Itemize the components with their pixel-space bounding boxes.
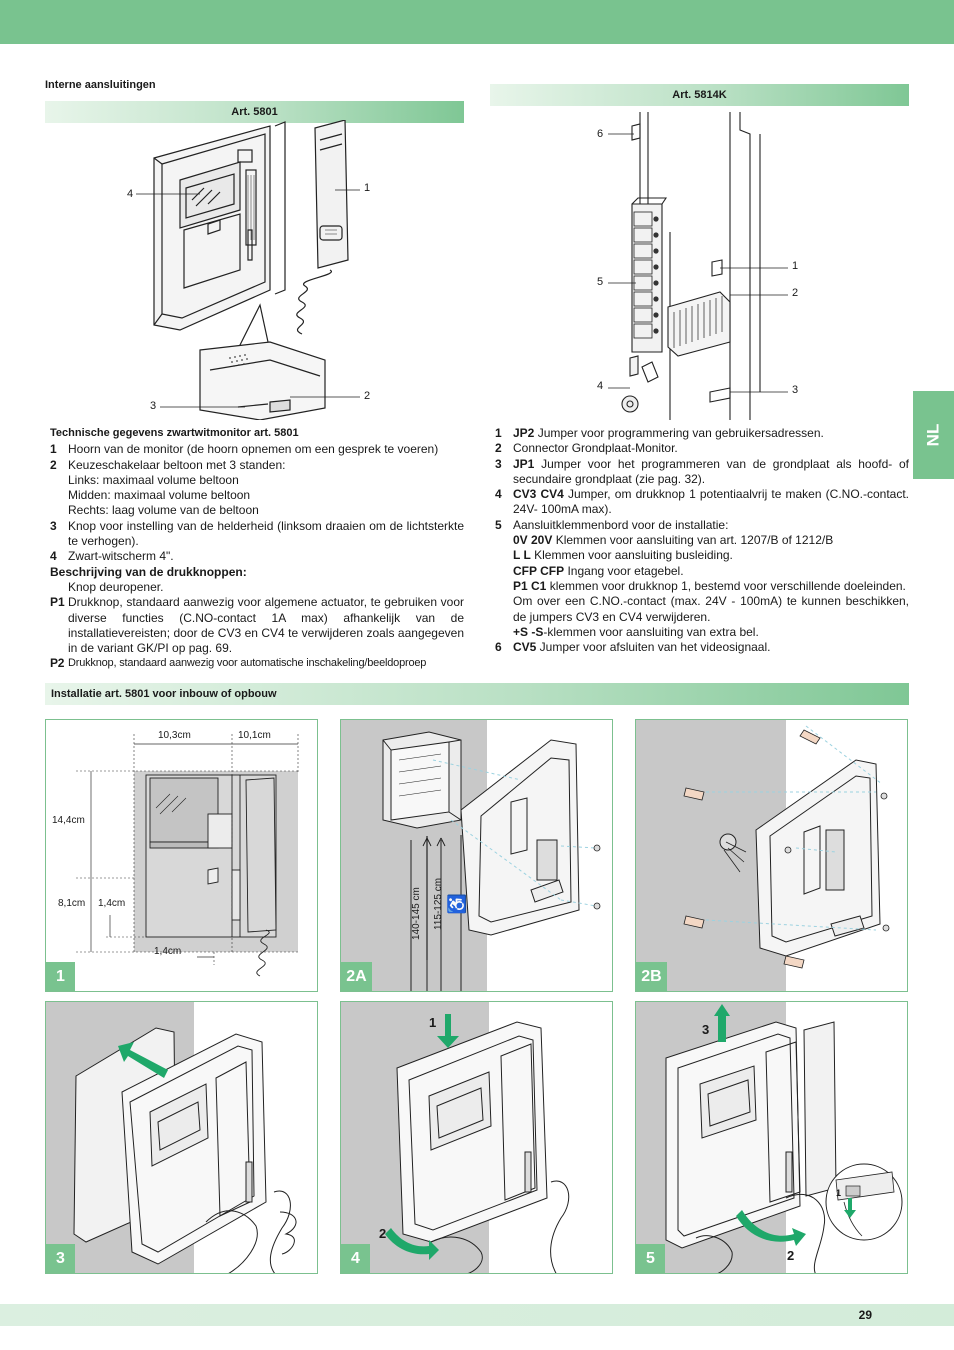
spec-title: Technische gegevens zwartwitmonitor art.…: [50, 427, 299, 439]
dim-offset-horizontal: 1,4cm: [154, 946, 182, 957]
callout-3: 3: [150, 400, 157, 412]
height-range-1: 140-145 cm: [411, 887, 422, 940]
dim-width-left: 10,3cm: [158, 730, 191, 741]
footer-band: 29: [0, 1304, 954, 1326]
spec-list-5801: Technische gegevens zwartwitmonitor art.…: [50, 426, 464, 672]
top-header-band: [0, 0, 954, 44]
callout-1: 1: [364, 182, 371, 194]
ring-setting-middle: Midden: maximaal volume beltoon: [68, 488, 251, 503]
step-2: 2: [379, 1226, 387, 1241]
panel-label-2b: 2B: [636, 962, 667, 991]
step-1-inset: 1: [836, 1188, 842, 1198]
terminal-l-l: L L Klemmen voor aansluiting busleiding.: [513, 548, 733, 563]
callout-6: 6: [597, 128, 604, 140]
language-tab: NL: [913, 391, 954, 479]
terminal-0v-20v: 0V 20V Klemmen voor aansluiting van art.…: [513, 533, 834, 548]
panel-3-hook-monitor: 3: [45, 1001, 318, 1274]
baseplate-5814k-diagram: 6 1 2 5 4 3: [590, 112, 820, 420]
callout-3: 3: [792, 384, 799, 396]
terminal-p1-c1: P1 C1 klemmen voor drukknop 1, bestemd v…: [513, 578, 906, 593]
article-bar-5801: Art. 5801: [45, 101, 464, 123]
article-bar-5814k: Art. 5814K: [490, 84, 909, 106]
ring-setting-right: Rechts: laag volume van de beltoon: [68, 503, 259, 518]
callout-2: 2: [364, 390, 371, 402]
terminal-note: Om over een C.NO.-contact (max. 24V - 10…: [513, 594, 909, 624]
ring-setting-left: Links: maximaal volume beltoon: [68, 472, 239, 487]
wheelchair-icon: ♿: [447, 893, 467, 915]
panel-4-lower-monitor: 1 2 4: [340, 1001, 613, 1274]
dim-height-top: 14,4cm: [52, 815, 85, 826]
panel-5-secure-monitor: 3 2 1 5: [635, 1001, 908, 1274]
buttons-intro: Knop deuropener.: [68, 579, 164, 594]
dim-width-right: 10,1cm: [238, 730, 271, 741]
page-number: 29: [858, 1308, 872, 1322]
callout-5: 5: [597, 276, 604, 288]
panel-label-2a: 2A: [341, 962, 372, 991]
panel-label-5: 5: [636, 1244, 665, 1273]
panel-label-3: 3: [46, 1244, 75, 1273]
terminal-s: +S -S-klemmen voor aansluiting van extra…: [513, 624, 759, 639]
step-3: 3: [702, 1022, 710, 1037]
installation-bar: Installatie art. 5801 voor inbouw of opb…: [45, 683, 909, 705]
step-2: 2: [787, 1248, 795, 1263]
callout-2: 2: [792, 287, 799, 299]
dim-height-bottom: 8,1cm: [58, 898, 86, 909]
callout-1: 1: [792, 260, 799, 272]
step-1: 1: [429, 1015, 437, 1030]
height-range-2: 115-125 cm: [433, 877, 444, 930]
terminal-cfp: CFP CFP Ingang voor etagebel.: [513, 563, 684, 578]
callout-4: 4: [127, 188, 134, 200]
dim-offset-vertical: 1,4cm: [98, 898, 126, 909]
buttons-title: Beschrijving van de drukknoppen:: [50, 564, 247, 579]
section-heading: Interne aansluitingen: [45, 79, 156, 91]
panel-2a-mounting-height: 140-145 cm 115-125 cm ♿ 2A: [340, 719, 613, 992]
monitor-5801-diagram: 4 1 3 2: [120, 119, 400, 421]
callout-4: 4: [597, 380, 604, 392]
panel-label-1: 1: [46, 962, 75, 991]
panel-2b-wall-mount: 2B: [635, 719, 908, 992]
panel-label-4: 4: [341, 1244, 370, 1273]
panel-1-dimensions: 10,3cm 10,1cm 14,4cm 8,1cm 1,4cm 1,4cm 1: [45, 719, 318, 992]
